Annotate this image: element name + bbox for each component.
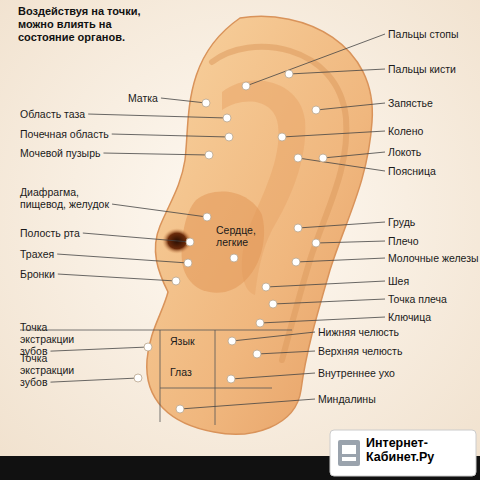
point-label: Ключица [388,311,431,323]
point-label: Полость рта [20,227,80,239]
leader-line [232,332,315,341]
point-label: Внутреннее ухо [318,367,395,379]
point-label: Матка [128,92,158,104]
point-dot [294,224,302,232]
point-label: Глаз [170,366,192,378]
leader-line [51,378,139,382]
leader-line [316,241,385,243]
point-dot [285,70,293,78]
leader-line [246,34,385,86]
point-label: Запястье [388,97,433,109]
point-dot [144,343,152,351]
point-dot [319,154,327,162]
watermark-box [330,430,476,476]
point-dot [225,133,233,141]
point-dot [186,238,194,246]
leader-line [289,69,385,74]
leader-line [282,131,385,137]
point-label: Трахея [20,248,54,260]
point-label: Колено [388,125,423,137]
point-dot [172,277,180,285]
leader-line [257,351,315,354]
point-dot [176,405,184,413]
point-label: Поясница [388,165,436,177]
point-label: Локоть [388,146,421,158]
point-label: Область таза [20,108,85,120]
point-label: Молочные железы [388,252,479,264]
point-label: Нижняя челюсть [318,326,399,338]
point-dot [262,283,270,291]
point-label: Грудь [388,216,415,228]
leader-line [180,399,315,409]
title: Воздействуя на точки, можно влиять на со… [18,5,150,45]
leader-line [57,254,188,263]
leader-line [161,98,206,103]
point-label: Миндалины [318,393,376,405]
point-label: Точка экстракции зубов [20,321,102,357]
point-dot [292,258,300,266]
leader-line [266,281,385,287]
point-dot [227,375,235,383]
leader-line [112,204,207,217]
leader-line [231,373,315,379]
point-label: Почечная область [20,128,109,140]
leader-line [88,114,227,118]
point-dot [223,114,231,122]
point-dot [278,133,286,141]
watermark: Интернет-Кабинет.Ру [366,436,466,465]
leader-line [316,103,385,110]
point-dot [256,319,264,327]
point-label: Диафрагма, пищевод, желудок [20,186,120,210]
point-dot [205,151,213,159]
point-dot [228,337,236,345]
point-label: Язык [170,335,195,347]
point-label: Точка экстракции зубов [20,352,102,388]
leader-line [103,153,209,155]
point-dot [269,300,277,308]
point-dot [203,213,211,221]
leader-line [112,134,229,137]
point-label: Бронки [20,268,55,280]
point-label: Пальцы кисти [388,63,456,75]
point-label: Верхняя челюсть [318,345,402,357]
leader-line [260,317,385,323]
point-dot [230,254,238,262]
point-dot [134,374,142,382]
leader-line [51,347,149,351]
point-label: Сердце, легкие [216,224,268,248]
leader-line [296,258,385,262]
point-dot [202,99,210,107]
point-label: Пальцы стопы [388,28,458,40]
point-label: Мочевой пузырь [20,147,100,159]
point-dot [242,82,250,90]
leader-line [58,274,176,281]
leader-line [323,152,385,158]
point-dot [253,350,261,358]
point-dot [184,259,192,267]
watermark-logo [338,440,360,466]
leader-line [298,158,385,171]
leader-line [273,299,385,304]
point-dot [312,106,320,114]
leader-line [83,233,190,242]
point-dot [294,154,302,162]
point-label: Шея [388,275,409,287]
point-dot [312,239,320,247]
point-label: Плечо [388,235,418,247]
leader-line [298,222,385,228]
point-label: Точка плеча [388,293,447,305]
